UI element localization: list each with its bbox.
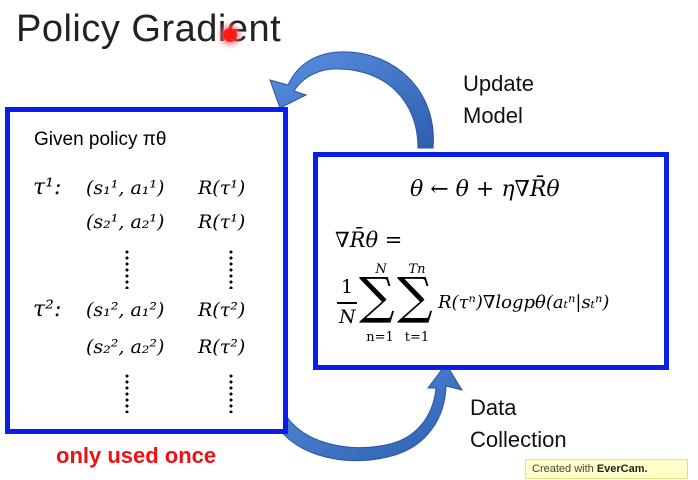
tau2-label: τ²:	[33, 297, 62, 322]
evercam-watermark: Created with EverCam.	[525, 459, 688, 479]
given-policy-label: Given policy πθ	[34, 129, 167, 150]
data-collection-arrow	[269, 363, 464, 462]
fraction-bar	[337, 302, 357, 304]
summand-expression: R(τⁿ)∇logpθ(aₜⁿ|sₜⁿ)	[438, 292, 610, 313]
tau1-label: τ¹:	[33, 175, 62, 200]
reward-value: R(τ²)	[198, 336, 246, 358]
watermark-brand: EverCam.	[596, 463, 648, 475]
update-rule: θ ← θ + η∇R̄θ	[410, 177, 560, 202]
fraction-denominator: N	[339, 306, 356, 328]
sum-lower-limit: t=1	[404, 330, 430, 345]
ellipsis-dots	[229, 249, 233, 289]
laser-pointer	[223, 28, 237, 42]
ellipsis-dots	[125, 373, 129, 413]
sum-upper-limit: N	[375, 262, 387, 277]
ellipsis-dots	[125, 249, 129, 289]
update-box	[313, 152, 669, 370]
update-model-label: Update Model	[463, 71, 534, 128]
state-action-pair: (s₂¹, a₂¹)	[86, 211, 165, 233]
summation-sign: ∑	[359, 267, 395, 325]
fraction-numerator: 1	[340, 276, 354, 298]
data-collection-label: Data Collection	[470, 395, 567, 452]
reward-value: R(τ¹)	[198, 211, 246, 233]
sum-upper-limit: Tn	[408, 262, 426, 277]
reward-value: R(τ¹)	[198, 177, 246, 199]
sum-lower-limit: n=1	[366, 330, 394, 345]
summation-sign: ∑	[397, 267, 433, 325]
state-action-pair: (s₁¹, a₁¹)	[86, 177, 165, 199]
update-arrow	[269, 51, 434, 149]
state-action-pair: (s₂², a₂²)	[86, 336, 165, 358]
reward-value: R(τ²)	[198, 299, 246, 321]
watermark-prefix: Created with	[532, 463, 594, 475]
state-action-pair: (s₁², a₁²)	[86, 299, 165, 321]
gradient-lhs: ∇R̄θ =	[335, 228, 403, 252]
trajectory-box	[5, 107, 288, 434]
page-title: Policy Gradient	[16, 8, 282, 50]
only-used-once-note: only used once	[56, 443, 217, 468]
ellipsis-dots	[229, 373, 233, 413]
